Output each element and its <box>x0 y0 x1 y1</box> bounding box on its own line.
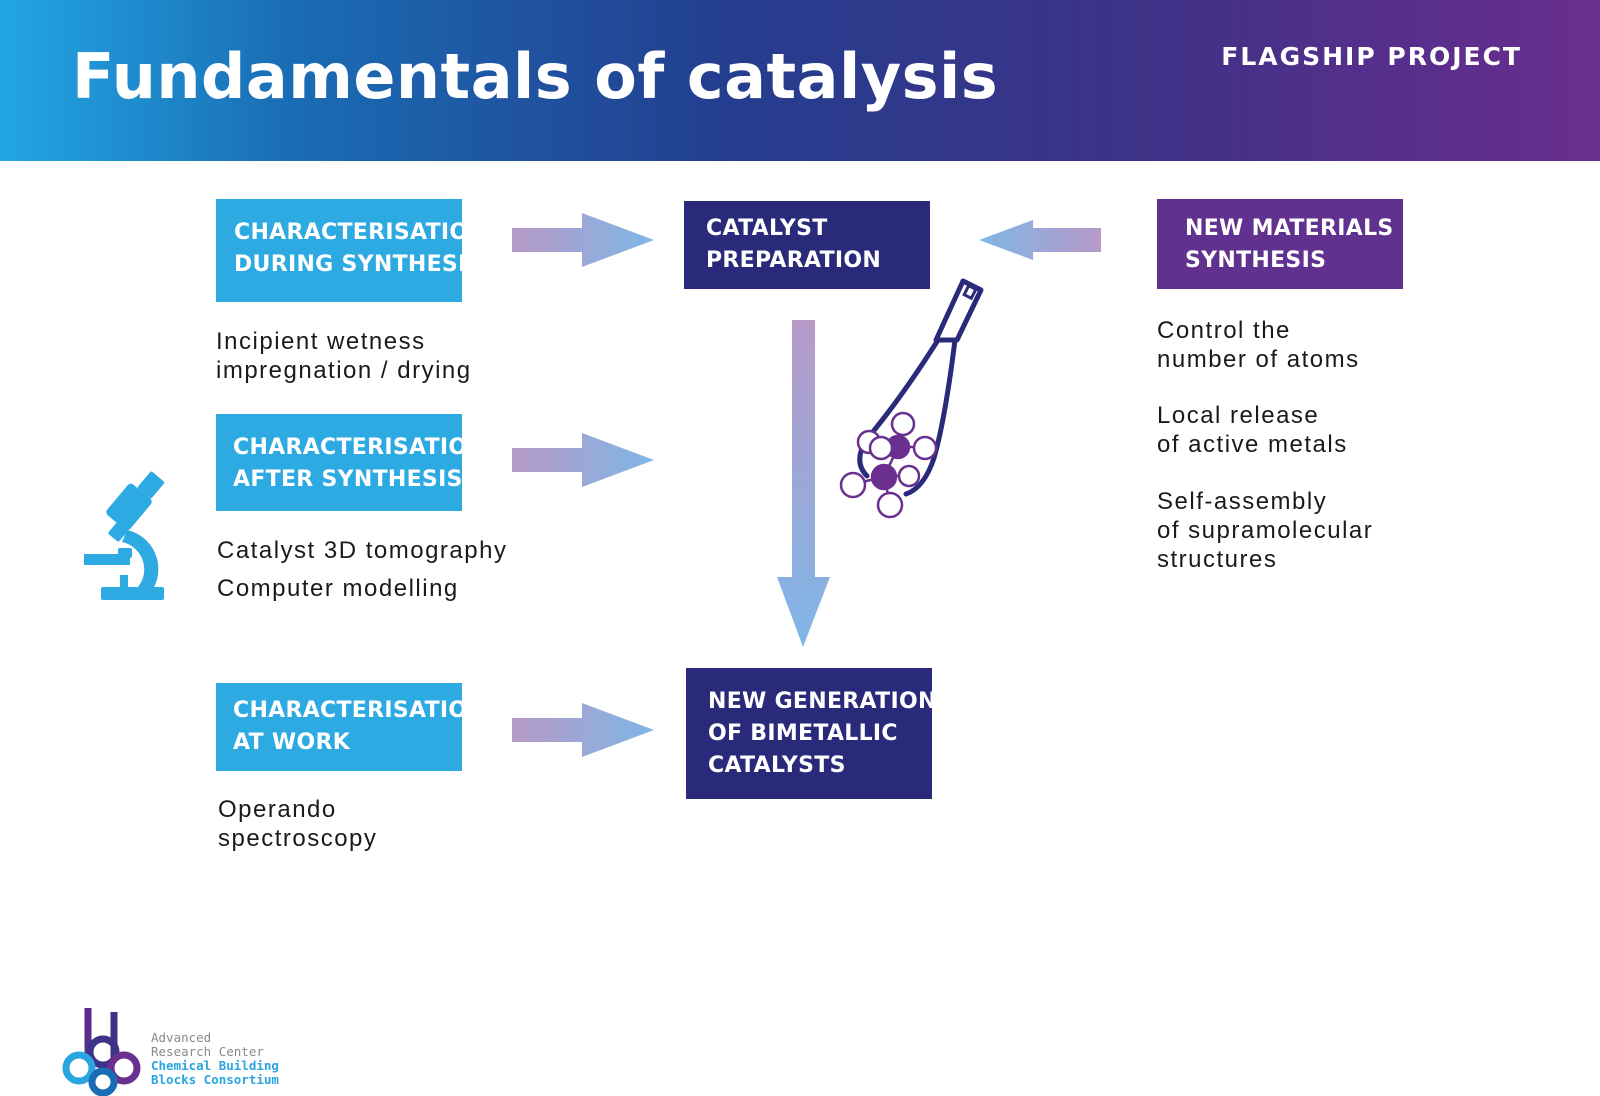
text-line: Self-assembly <box>1157 488 1328 515</box>
box-line: AT WORK <box>233 730 351 755</box>
box-line: OF BIMETALLIC <box>708 721 898 746</box>
box-line: CATALYST <box>706 216 828 241</box>
text-modelling: Computer modelling <box>217 575 459 602</box>
text-line: of supramolecular <box>1157 517 1374 544</box>
logo-line: Blocks Consortium <box>151 1072 279 1087</box>
logo-icon <box>62 1008 141 1096</box>
logo-line: Chemical Building <box>151 1058 279 1073</box>
arrow-prep-to-generation <box>777 320 830 647</box>
box-line: CATALYSTS <box>708 753 846 778</box>
logo-line: Advanced <box>151 1030 212 1045</box>
box-catalyst-preparation: CATALYST PREPARATION <box>684 201 930 289</box>
text-line: number of atoms <box>1157 346 1360 373</box>
text-tomography: Catalyst 3D tomography <box>217 537 508 564</box>
text-local-release: Local release of active metals <box>1157 401 1348 459</box>
box-characterisation-at-work: CHARACTERISATION AT WORK <box>216 683 487 771</box>
box-line: DURING SYNTHESIS <box>234 252 483 277</box>
box-characterisation-after-synthesis: CHARACTERISATION AFTER SYNTHESIS <box>216 414 487 511</box>
page-title: Fundamentals of catalysis <box>72 40 999 113</box>
arrow-work-to-generation <box>512 703 654 757</box>
microscope-icon <box>84 471 165 600</box>
text-during-synthesis: Incipient wetness impregnation / drying <box>216 327 472 385</box>
box-line: NEW MATERIALS <box>1185 216 1394 241</box>
text-line: Operando <box>218 796 337 823</box>
arrow-after-to-center <box>512 433 654 487</box>
box-line: PREPARATION <box>706 248 882 273</box>
box-line: CHARACTERISATION <box>234 220 488 245</box>
box-characterisation-during-synthesis: CHARACTERISATION DURING SYNTHESIS <box>216 199 488 302</box>
box-line: SYNTHESIS <box>1185 248 1327 273</box>
text-line: spectroscopy <box>218 825 378 852</box>
text-line: Control the <box>1157 317 1291 344</box>
box-line: CHARACTERISATION <box>233 698 487 723</box>
flagship-tag: FLAGSHIP PROJECT <box>1221 42 1522 71</box>
tweezers-molecule-icon <box>839 278 984 519</box>
text-line: of active metals <box>1157 431 1348 458</box>
logo-text: Advanced Research Center Chemical Buildi… <box>151 1031 279 1087</box>
text-line: Local release <box>1157 402 1320 429</box>
box-new-materials-synthesis: NEW MATERIALS SYNTHESIS <box>1157 199 1403 289</box>
box-line: AFTER SYNTHESIS <box>233 467 463 492</box>
text-line: structures <box>1157 546 1278 573</box>
arrow-materials-to-prep <box>979 220 1101 260</box>
text-self-assembly: Self-assembly of supramolecular structur… <box>1157 487 1373 574</box>
header-banner: Fundamentals of catalysis FLAGSHIP PROJE… <box>0 0 1600 161</box>
box-new-generation-bimetallic-catalysts: NEW GENERATION OF BIMETALLIC CATALYSTS <box>686 668 937 799</box>
logo-line: Research Center <box>151 1044 264 1059</box>
text-control-atoms: Control the number of atoms <box>1157 316 1360 374</box>
text-line: impregnation / drying <box>216 357 472 384</box>
arrow-during-to-prep <box>512 213 654 267</box>
text-at-work: Operando spectroscopy <box>218 795 377 853</box>
box-line: NEW GENERATION <box>708 689 937 714</box>
text-line: Incipient wetness <box>216 328 426 355</box>
box-line: CHARACTERISATION <box>233 435 487 460</box>
